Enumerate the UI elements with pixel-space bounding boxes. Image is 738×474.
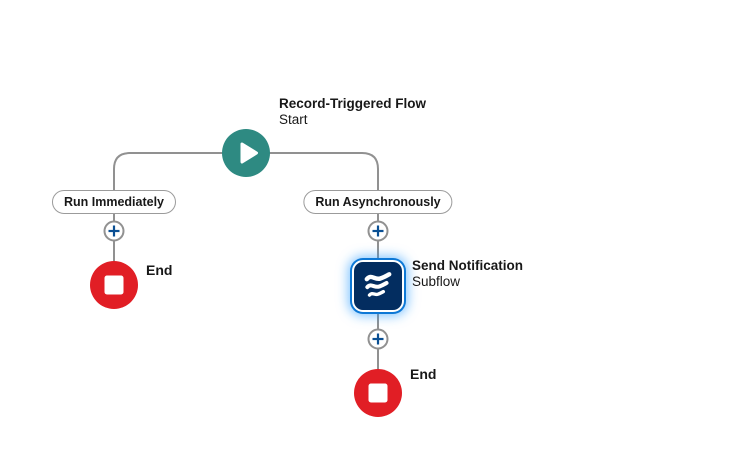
start-node[interactable] <box>222 129 270 177</box>
branch-label-text: Run Immediately <box>63 195 165 209</box>
stop-icon <box>104 275 124 295</box>
subflow-node-title: Send Notification <box>412 258 523 273</box>
start-node-subtitle: Start <box>279 112 308 127</box>
add-element-button-before-subflow[interactable] <box>367 220 389 242</box>
add-element-button-after-subflow[interactable] <box>367 328 389 350</box>
end-node-circle <box>90 261 138 309</box>
end-node-circle <box>354 369 402 417</box>
add-element-button-run-immediately[interactable] <box>103 220 125 242</box>
start-node-title: Record-Triggered Flow <box>279 96 427 111</box>
branch-label-text: Run Asynchronously <box>315 195 441 209</box>
stop-icon <box>368 383 388 403</box>
plus-icon <box>108 225 120 237</box>
plus-icon <box>372 333 384 345</box>
connector-run-immediately <box>113 152 246 262</box>
subflow-node-subtitle: Subflow <box>412 274 461 289</box>
subflow-waves-icon <box>364 272 392 297</box>
start-node-label: Record-Triggered Flow Start <box>279 96 426 128</box>
play-icon <box>240 142 258 164</box>
subflow-node-label: Send Notification Subflow <box>412 258 523 290</box>
end-node-label: End <box>146 262 173 278</box>
plus-icon <box>372 225 384 237</box>
branch-label-run-asynchronously: Run Asynchronously <box>303 190 453 214</box>
start-node-circle <box>222 129 270 177</box>
subflow-node-send-notification[interactable] <box>352 260 404 312</box>
end-node-run-asynchronously[interactable] <box>354 369 402 417</box>
end-node-run-immediately[interactable] <box>90 261 138 309</box>
end-node-label: End <box>410 366 437 382</box>
branch-label-run-immediately: Run Immediately <box>51 190 177 214</box>
connector-run-asynchronously <box>246 152 379 370</box>
